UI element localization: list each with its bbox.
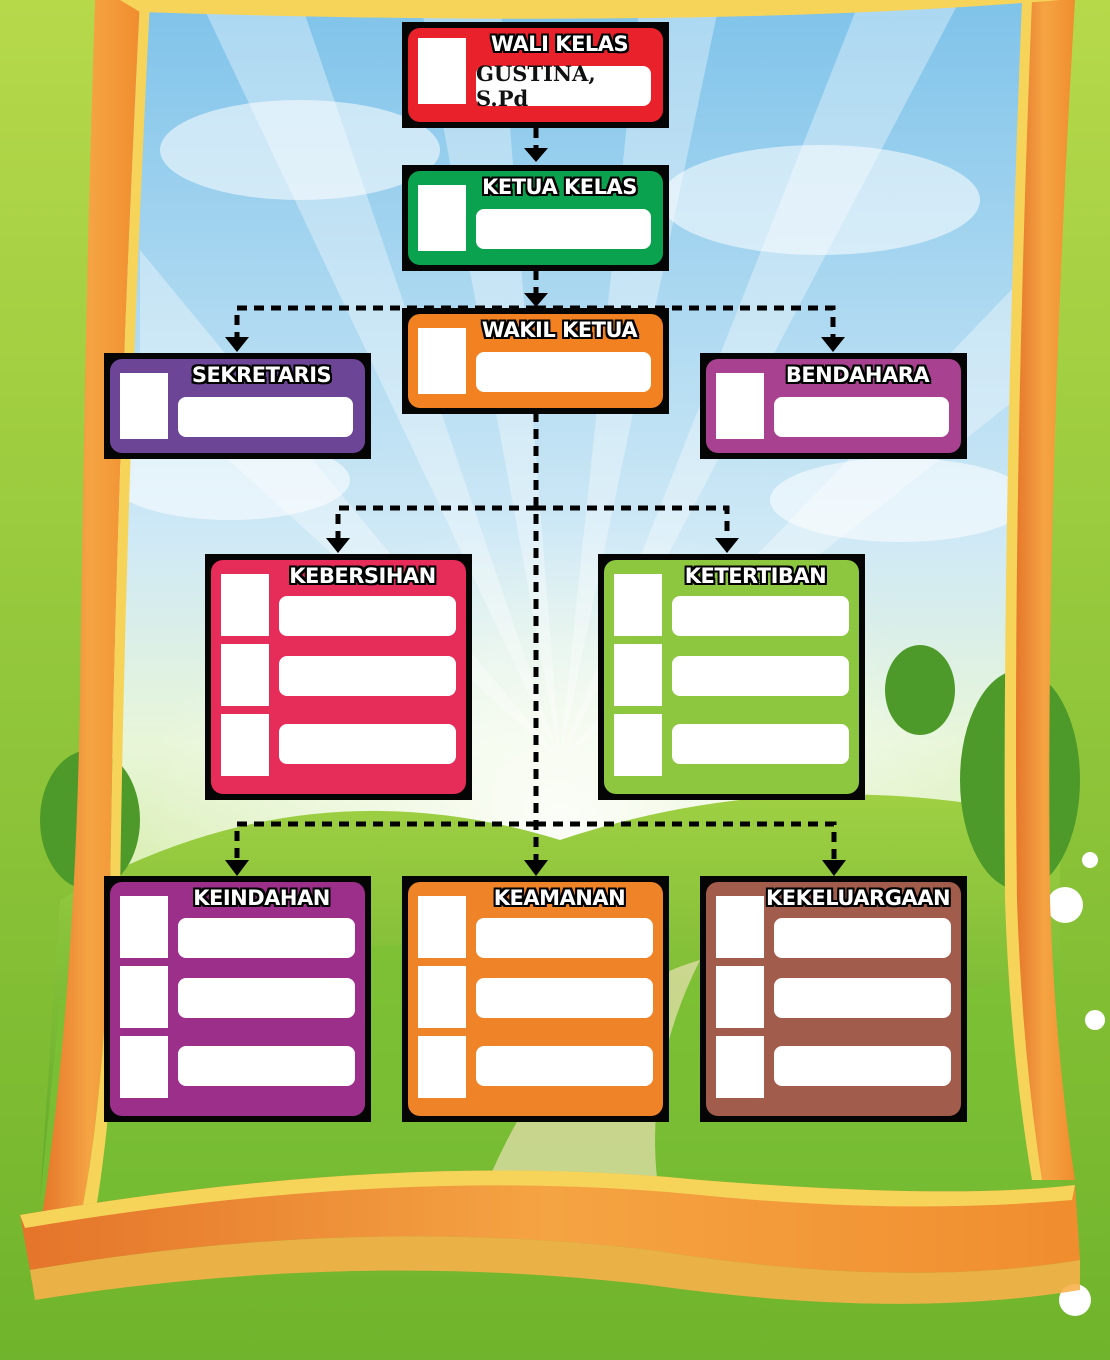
wali-kelas-title: WALI KELAS — [490, 32, 629, 56]
wakil-ketua-card: WAKIL KETUA — [402, 308, 669, 414]
wali-kelas-card: WALI KELAS GUSTINA, S.Pd — [402, 22, 669, 128]
bendahara-card: BENDAHARA — [700, 353, 967, 459]
keindahan-photo-2 — [120, 966, 168, 1028]
kebersihan-field-1 — [279, 596, 456, 636]
ketertiban-field-1 — [672, 596, 849, 636]
keindahan-field-1 — [178, 918, 355, 958]
kebersihan-photo-2 — [221, 644, 269, 706]
bendahara-title: BENDAHARA — [785, 363, 930, 387]
keindahan-photo-3 — [120, 1036, 168, 1098]
ketertiban-photo-1 — [614, 574, 662, 636]
keamanan-photo-3 — [418, 1036, 466, 1098]
ketua-kelas-name-field — [476, 209, 651, 249]
sekretaris-name-field — [178, 397, 353, 437]
keamanan-title: KEAMANAN — [493, 886, 626, 910]
keamanan-photo-2 — [418, 966, 466, 1028]
keamanan-field-2 — [476, 978, 653, 1018]
kebersihan-field-3 — [279, 724, 456, 764]
ketertiban-card: KETERTIBAN — [598, 554, 865, 800]
bendahara-name-field — [774, 397, 949, 437]
kekeluargaan-field-3 — [774, 1046, 951, 1086]
kebersihan-field-2 — [279, 656, 456, 696]
keindahan-field-2 — [178, 978, 355, 1018]
kekeluargaan-photo-2 — [716, 966, 764, 1028]
ketua-kelas-title: KETUA KELAS — [482, 175, 637, 199]
kekeluargaan-title: KEKELUARGAAN — [766, 886, 951, 910]
keindahan-field-3 — [178, 1046, 355, 1086]
wali-kelas-name: GUSTINA, S.Pd — [476, 61, 651, 111]
wali-kelas-photo — [418, 38, 466, 104]
kebersihan-title: KEBERSIHAN — [289, 564, 436, 588]
keindahan-title: KEINDAHAN — [193, 886, 330, 910]
kekeluargaan-field-1 — [774, 918, 951, 958]
kebersihan-photo-1 — [221, 574, 269, 636]
ketertiban-title: KETERTIBAN — [684, 564, 827, 588]
kebersihan-photo-3 — [221, 714, 269, 776]
keamanan-field-1 — [476, 918, 653, 958]
sekretaris-photo — [120, 373, 168, 439]
kekeluargaan-photo-1 — [716, 896, 764, 958]
ketua-kelas-photo — [418, 185, 466, 251]
sekretaris-title: SEKRETARIS — [191, 363, 332, 387]
wakil-ketua-photo — [418, 328, 466, 394]
ketertiban-field-3 — [672, 724, 849, 764]
ketertiban-photo-3 — [614, 714, 662, 776]
kekeluargaan-field-2 — [774, 978, 951, 1018]
kekeluargaan-card: KEKELUARGAAN — [700, 876, 967, 1122]
sekretaris-card: SEKRETARIS — [104, 353, 371, 459]
keamanan-field-3 — [476, 1046, 653, 1086]
keamanan-photo-1 — [418, 896, 466, 958]
wakil-ketua-name-field — [476, 352, 651, 392]
ketertiban-photo-2 — [614, 644, 662, 706]
ketua-kelas-card: KETUA KELAS — [402, 165, 669, 271]
ketertiban-field-2 — [672, 656, 849, 696]
keamanan-card: KEAMANAN — [402, 876, 669, 1122]
keindahan-photo-1 — [120, 896, 168, 958]
kekeluargaan-photo-3 — [716, 1036, 764, 1098]
kebersihan-card: KEBERSIHAN — [205, 554, 472, 800]
keindahan-card: KEINDAHAN — [104, 876, 371, 1122]
bendahara-photo — [716, 373, 764, 439]
wakil-ketua-title: WAKIL KETUA — [481, 318, 638, 342]
